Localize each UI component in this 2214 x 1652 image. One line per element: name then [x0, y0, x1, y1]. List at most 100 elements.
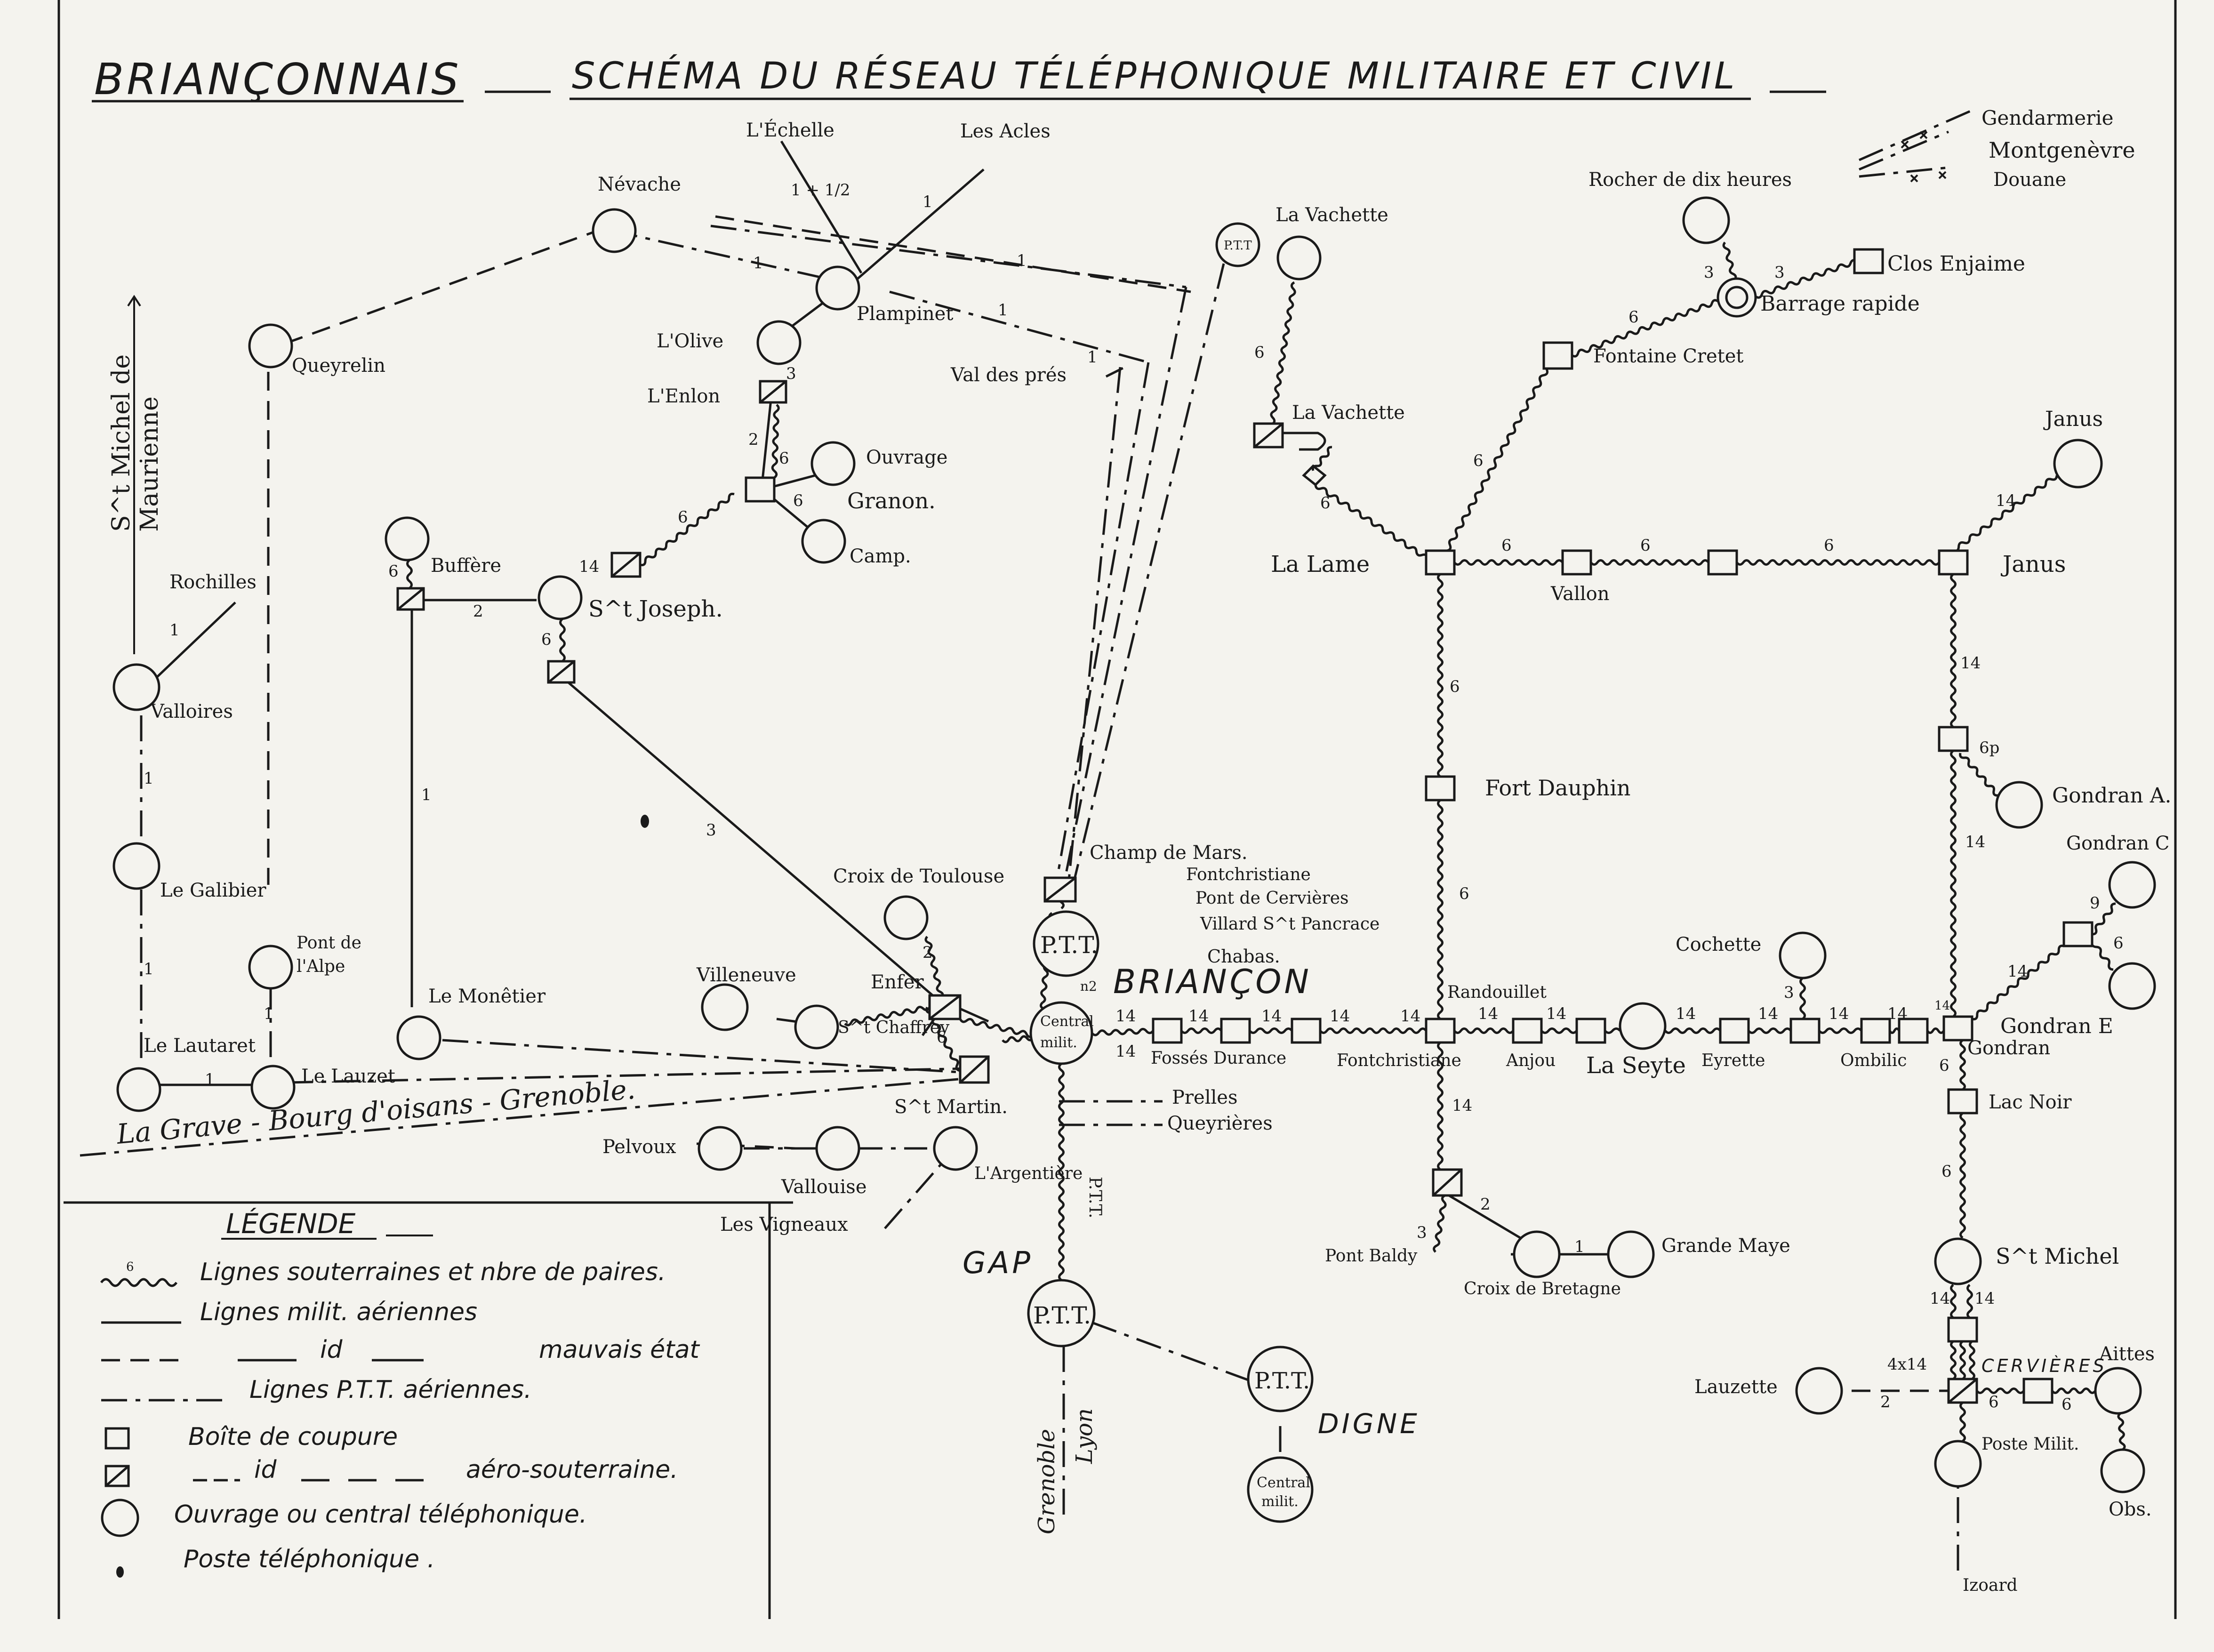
underground-line-segment — [959, 1018, 1034, 1038]
svg-text:6: 6 — [1320, 494, 1331, 513]
underground-line-segment — [1540, 1027, 1578, 1034]
svg-text:Izoard: Izoard — [1963, 1576, 2018, 1595]
underground-line-segment — [2051, 1387, 2097, 1394]
svg-text:3: 3 — [1417, 1223, 1427, 1242]
underground-line-segment — [1959, 1112, 1966, 1239]
ouvrage-stjoseph — [537, 575, 583, 620]
underground-line-segment — [1959, 1039, 1966, 1091]
svg-text:1: 1 — [1087, 348, 1098, 367]
svg-text:6: 6 — [1254, 343, 1265, 362]
svg-text:6: 6 — [937, 1028, 947, 1047]
svg-text:14: 14 — [1974, 1289, 1995, 1308]
underground-line-segment — [1314, 484, 1434, 564]
svg-text:6: 6 — [779, 449, 789, 468]
svg-text:Valloires: Valloires — [150, 701, 233, 722]
underground-line-segment — [1268, 281, 1296, 432]
svg-text:Anjou: Anjou — [1506, 1051, 1556, 1070]
legend-item-bad-id: id — [320, 1336, 343, 1364]
svg-text:14: 14 — [1188, 1007, 1209, 1026]
underground-line-segment — [1604, 1027, 1621, 1034]
svg-text:Grande Maye: Grande Maye — [1661, 1235, 1790, 1257]
svg-text:l'Alpe: l'Alpe — [297, 957, 345, 976]
legend-underground-sample — [100, 1278, 178, 1287]
military-lines-bad-state — [267, 215, 1958, 1392]
svg-text:14: 14 — [1996, 491, 2016, 510]
svg-text:Chabas.: Chabas. — [1207, 946, 1280, 967]
ouvrage-laseyte — [1619, 1002, 1667, 1050]
ouvrage-croixtoulouse — [883, 895, 929, 940]
ouvrage-queyrelin — [248, 323, 293, 369]
military-aerial-lines — [136, 140, 1612, 1256]
svg-text:Gondran E: Gondran E — [2000, 1014, 2113, 1038]
underground-line-segment — [1950, 750, 1957, 1018]
svg-text:1: 1 — [1017, 251, 1027, 270]
ouvrage-lauzette — [1795, 1367, 1843, 1415]
svg-text:1: 1 — [169, 621, 180, 640]
legend-item-poste: Poste téléphonique . — [184, 1545, 435, 1573]
legend-item-ouvrage: Ouvrage ou central téléphonique. — [174, 1500, 587, 1529]
ouvrage-grandemaye — [1607, 1230, 1655, 1278]
svg-text:P.T.T.: P.T.T. — [1085, 1177, 1105, 1219]
legend-item-aerial: Lignes milit. aériennes — [200, 1298, 477, 1326]
svg-text:Le Lautaret: Le Lautaret — [144, 1035, 256, 1057]
underground-line-segment — [1950, 573, 1957, 728]
svg-text:1: 1 — [144, 960, 154, 978]
svg-text:2: 2 — [473, 602, 483, 621]
svg-text:Eyrette: Eyrette — [1701, 1051, 1765, 1070]
svg-text:14: 14 — [1965, 833, 1985, 851]
underground-line-segment — [844, 1006, 931, 1026]
underground-lines — [406, 241, 2126, 1451]
side-label: S^t Michel de Maurienne — [107, 354, 164, 532]
underground-line-segment — [1959, 1402, 1966, 1442]
svg-text:P.T.T: P.T.T — [1224, 239, 1252, 253]
svg-text:14: 14 — [1330, 1007, 1350, 1026]
svg-text:Champ de Mars.: Champ de Mars. — [1090, 842, 1248, 864]
underground-line-segment — [1571, 299, 1719, 358]
svg-text:Queyrelin: Queyrelin — [292, 355, 385, 377]
border-line-crosses — [1901, 131, 1947, 183]
svg-text:14: 14 — [1934, 999, 1950, 1013]
ouvrage-lauzet — [250, 1065, 296, 1110]
svg-text:Queyrières: Queyrières — [1167, 1113, 1273, 1134]
ouvrage-ptt-briancon — [1033, 910, 1099, 977]
ouvrages — [112, 196, 2156, 1523]
svg-text:14: 14 — [1960, 654, 1981, 673]
legend-item-box: Boîte de coupure — [188, 1423, 398, 1451]
svg-text:14: 14 — [1115, 1042, 1136, 1061]
ouvrage-stmichel — [1934, 1237, 1982, 1285]
svg-text:Le Monêtier: Le Monêtier — [428, 986, 546, 1007]
ouvrage-villeneuve — [701, 983, 749, 1031]
svg-text:6: 6 — [1501, 536, 1512, 555]
ptt-top-circle — [1215, 222, 1260, 267]
svg-text:14: 14 — [579, 557, 599, 576]
svg-text:3: 3 — [1774, 263, 1785, 282]
svg-text:L'Olive: L'Olive — [657, 330, 723, 352]
svg-text:1: 1 — [421, 786, 432, 804]
svg-text:Maurienne: Maurienne — [136, 396, 164, 532]
underground-line-segment — [924, 936, 944, 999]
svg-text:La Vachette: La Vachette — [1292, 402, 1405, 424]
ouvrage-vallouise — [815, 1126, 860, 1171]
ouvrage-cochette — [1779, 931, 1827, 979]
ouvrage-galibier — [112, 842, 160, 890]
svg-text:Lyon: Lyon — [1071, 1408, 1098, 1464]
svg-text:14: 14 — [1261, 1007, 1282, 1026]
svg-text:6: 6 — [793, 491, 803, 510]
svg-text:6: 6 — [2062, 1395, 2072, 1414]
ouvrage-postemilit — [1934, 1440, 1982, 1488]
underground-line-segment — [1969, 1340, 1975, 1380]
svg-text:Pont de Cervières: Pont de Cervières — [1195, 889, 1349, 908]
svg-text:Janus: Janus — [2043, 407, 2103, 431]
svg-text:La Vachette: La Vachette — [1275, 204, 1388, 226]
underground-line-segment — [1755, 259, 1858, 299]
svg-text:9: 9 — [2090, 894, 2100, 913]
svg-text:Fossés Durance: Fossés Durance — [1151, 1049, 1286, 1068]
underground-line-segment — [2117, 1412, 2126, 1451]
svg-text:S^t Michel de: S^t Michel de — [107, 354, 136, 532]
svg-text:n2: n2 — [1080, 978, 1097, 994]
ouvrage-lavachette — [1276, 235, 1322, 281]
svg-text:6: 6 — [1473, 451, 1484, 470]
svg-text:Enfer: Enfer — [871, 971, 924, 993]
underground-line-segment — [1433, 1194, 1447, 1253]
